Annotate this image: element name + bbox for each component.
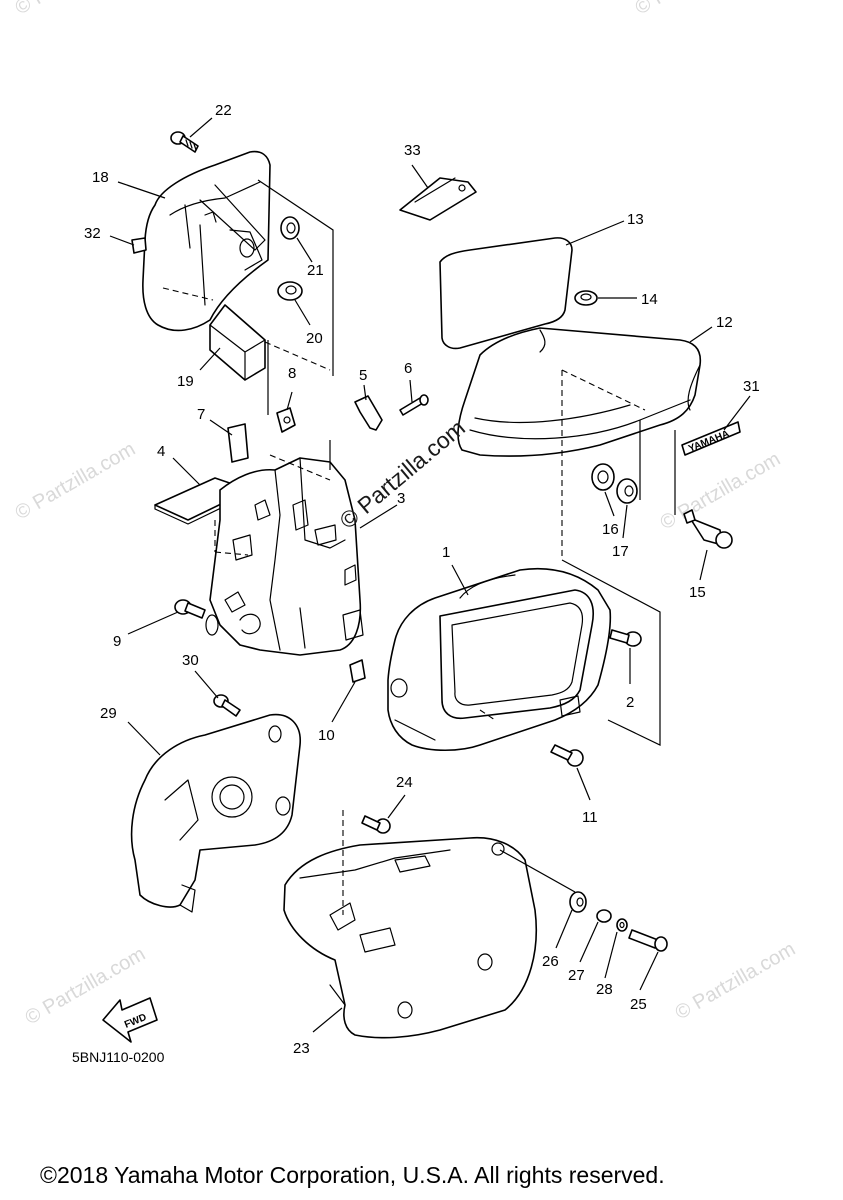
callout-7: 7 — [197, 406, 205, 423]
part-31-emblem: YAMAHA — [681, 421, 741, 456]
part-14-grommet — [574, 290, 598, 306]
callout-1: 1 — [442, 544, 450, 561]
callout-6: 6 — [404, 360, 412, 377]
callout-30: 30 — [182, 652, 199, 669]
watermark: © Partzilla.com — [672, 938, 800, 1024]
callout-labels: 22 18 32 21 20 19 8 7 4 5 6 3 9 10 1 2 1… — [84, 102, 760, 1057]
callout-13: 13 — [627, 211, 644, 228]
watermark: © Partzilla.com — [12, 0, 140, 19]
emblem-label: YAMAHA — [687, 428, 731, 454]
part-26-grommet — [569, 891, 587, 913]
part-9-bolt — [174, 599, 206, 619]
part-11-bolt — [550, 744, 584, 767]
callout-20: 20 — [306, 330, 323, 347]
part-18-side-cover — [142, 150, 271, 332]
part-17-collar — [616, 478, 638, 504]
part-23-crankcase-cover — [283, 836, 538, 1039]
part-16-grommet — [591, 463, 615, 491]
part-1-filter-case — [387, 567, 612, 751]
callout-18: 18 — [92, 169, 109, 186]
part-13-filter — [439, 237, 573, 350]
part-8-nut — [276, 407, 296, 433]
part-32-clip — [131, 237, 147, 254]
callout-33: 33 — [404, 142, 421, 159]
callout-31: 31 — [743, 378, 760, 395]
part-24-bolt — [361, 815, 391, 834]
watermark: © Partzilla.com — [632, 0, 760, 19]
callout-4: 4 — [157, 443, 165, 460]
callout-27: 27 — [568, 967, 585, 984]
callout-29: 29 — [100, 705, 117, 722]
callout-22: 22 — [215, 102, 232, 119]
part-3-battery-box — [205, 457, 364, 656]
part-12-side-cover — [457, 327, 702, 457]
callout-11: 11 — [582, 809, 598, 826]
part-7-pad — [227, 423, 249, 463]
part-15-lock — [683, 509, 733, 549]
callout-21: 21 — [307, 262, 324, 279]
watermark: © Partzilla.com — [12, 438, 140, 524]
part-10-clip — [349, 659, 366, 683]
callout-16: 16 — [602, 521, 619, 538]
callout-2: 2 — [626, 694, 634, 711]
part-25-bolt — [628, 929, 668, 952]
callout-9: 9 — [113, 633, 121, 650]
callout-26: 26 — [542, 953, 559, 970]
part-22-screw — [170, 131, 199, 153]
callout-32: 32 — [84, 225, 101, 242]
leader-lines — [109, 117, 751, 1033]
part-28-washer — [616, 918, 628, 932]
callout-8: 8 — [288, 365, 296, 382]
callout-25: 25 — [630, 996, 647, 1013]
callout-15: 15 — [689, 584, 706, 601]
callout-17: 17 — [612, 543, 629, 560]
part-29-sprocket-cover — [130, 713, 301, 913]
part-19-damper — [209, 304, 266, 381]
diagram-code: 5BNJ110-0200 — [72, 1049, 165, 1065]
callout-19: 19 — [177, 373, 194, 390]
callout-24: 24 — [396, 774, 413, 791]
part-5-bracket — [354, 395, 383, 431]
part-6-bolt — [399, 394, 429, 416]
callout-12: 12 — [716, 314, 733, 331]
fwd-arrow-icon: FWD — [102, 997, 158, 1043]
callout-14: 14 — [641, 291, 658, 308]
part-20-grommet — [277, 281, 303, 301]
callout-5: 5 — [359, 367, 367, 384]
part-21-grommet — [280, 216, 300, 240]
part-2-bolt — [609, 629, 642, 647]
part-30-bolt — [213, 694, 241, 717]
callout-28: 28 — [596, 981, 613, 998]
callout-3: 3 — [397, 490, 405, 507]
part-33-tag — [399, 177, 477, 221]
callout-10: 10 — [318, 727, 335, 744]
part-27-collar — [596, 909, 612, 923]
watermark: © Partzilla.com — [657, 448, 785, 534]
callout-23: 23 — [293, 1040, 310, 1057]
copyright-footer: ©2018 Yamaha Motor Corporation, U.S.A. A… — [40, 1162, 665, 1188]
watermark-center: © Partzilla.com — [335, 414, 470, 534]
